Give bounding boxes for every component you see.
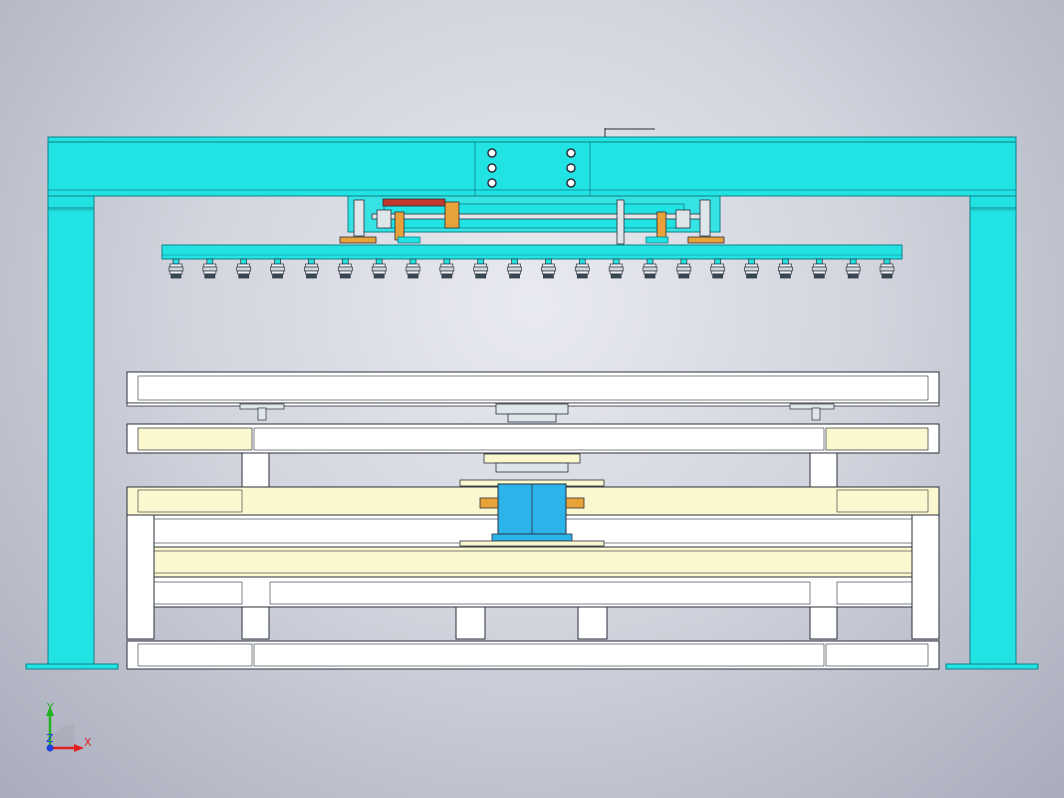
bracket-left — [394, 211, 405, 241]
bolt-hole — [566, 148, 576, 158]
right-column-cap — [969, 195, 1017, 209]
left-column-base-plate — [25, 663, 119, 670]
leg-left — [455, 606, 486, 640]
lifting-cylinder — [459, 453, 605, 547]
leg-right — [577, 606, 608, 640]
vertical-rod — [616, 199, 625, 245]
right-column — [969, 207, 1017, 667]
suction-cup — [202, 258, 218, 279]
fifth-layer — [126, 546, 940, 578]
left-column-cap — [47, 195, 95, 209]
end-bracket-right — [911, 514, 940, 640]
mount-pad-left — [339, 236, 377, 244]
gantry-frame — [25, 128, 1039, 670]
bracket-right — [656, 211, 667, 241]
left-column — [47, 207, 95, 667]
bracket-center — [444, 201, 460, 229]
suction-cup — [541, 258, 556, 279]
suction-cup — [811, 258, 827, 279]
panel-left — [137, 427, 253, 451]
base-beam — [126, 640, 940, 670]
view-triad: Y X Z — [46, 701, 92, 752]
mount-pad-right — [687, 236, 725, 244]
end-bracket-left — [126, 514, 155, 640]
bolt-hole — [487, 178, 497, 188]
suction-cup — [710, 258, 726, 279]
guide-post-left — [353, 199, 365, 237]
center-hub-top — [495, 403, 569, 415]
top-crossbeam-upper-flange — [47, 136, 1017, 143]
x-axis-label: X — [84, 736, 92, 749]
guide-post-right — [699, 199, 711, 237]
suction-cup — [371, 258, 387, 279]
bolt-holes — [487, 148, 576, 188]
suction-cup — [879, 258, 895, 279]
panel-right — [825, 427, 929, 451]
lower-stack — [126, 371, 940, 670]
suction-cup — [642, 258, 658, 279]
suction-cup — [337, 258, 353, 279]
suction-carriage — [161, 195, 903, 279]
suction-cup — [676, 258, 692, 279]
mount-pad-mid-left — [397, 236, 421, 244]
roller-right — [675, 209, 691, 229]
y-axis-label: Y — [46, 701, 54, 714]
bolt-hole — [566, 163, 576, 173]
suction-plate — [161, 244, 903, 260]
suction-cup-row — [168, 258, 895, 279]
z-axis-label: Z — [46, 732, 54, 745]
suction-cup — [473, 258, 489, 279]
suction-cup — [574, 258, 590, 279]
sixth-layer — [126, 576, 940, 608]
suction-cup — [608, 258, 624, 279]
roller-left — [376, 209, 392, 229]
top-beam — [126, 371, 940, 404]
red-actuator — [382, 198, 446, 207]
suction-cup — [744, 258, 759, 279]
suction-cup — [304, 258, 319, 279]
bolt-hole — [487, 148, 497, 158]
suction-cup — [168, 258, 184, 279]
top-crossbeam — [47, 139, 1017, 197]
right-column-base-plate — [945, 663, 1039, 670]
suction-cup — [845, 258, 861, 279]
suction-cup — [236, 258, 252, 279]
second-layer — [126, 423, 940, 454]
suction-cup — [507, 258, 522, 279]
suction-cup — [778, 258, 793, 279]
suction-cup — [439, 258, 455, 279]
suction-cup — [270, 258, 285, 279]
bolt-hole — [566, 178, 576, 188]
bolt-hole — [487, 163, 497, 173]
suction-cup — [405, 258, 421, 279]
mount-pad-mid-right — [645, 236, 669, 244]
